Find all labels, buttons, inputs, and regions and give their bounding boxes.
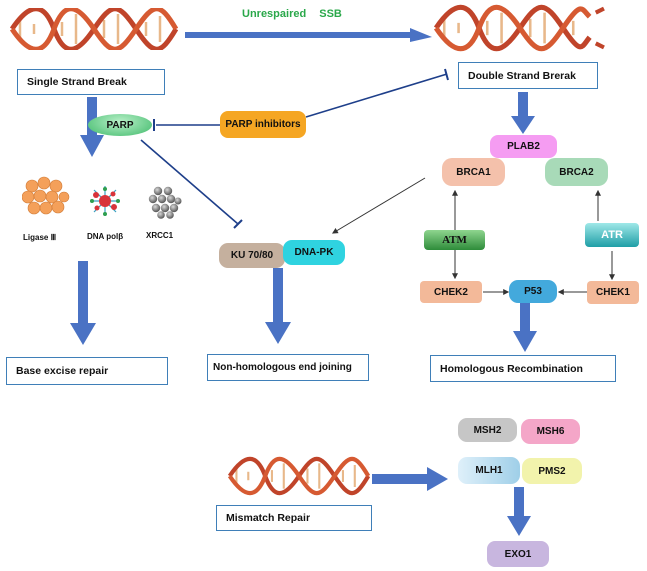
dna-helix-mismatch-icon	[228, 456, 370, 496]
dna-pol-beta-icon	[90, 186, 120, 216]
arrow-to-ber	[70, 261, 96, 345]
msh2-node: MSH2	[458, 418, 517, 442]
single-strand-break-box: Single Strand Break	[17, 69, 165, 95]
parp-node: PARP	[88, 114, 152, 136]
mismatch-repair-box: Mismatch Repair	[216, 505, 372, 531]
base-excise-repair-box: Base excise repair	[6, 357, 168, 385]
chek2-node: CHEK2	[420, 281, 482, 303]
arrow-mlh1-to-exo1	[507, 487, 531, 536]
ligase-iii-icon	[22, 176, 70, 215]
p53-node: P53	[509, 280, 557, 303]
brca1-node: BRCA1	[442, 158, 505, 186]
atr-node: ATR	[585, 223, 639, 247]
homologous-recombination-box: Homologous Recombination	[430, 355, 616, 382]
arrow-mismatch-to-mlh1	[372, 467, 448, 491]
arrow-brca1-to-ku	[331, 177, 426, 234]
plab2-node: PLAB2	[490, 135, 557, 158]
pms2-node: PMS2	[522, 458, 582, 484]
ssb-long-arrow	[185, 28, 432, 42]
chek1-node: CHEK1	[587, 281, 639, 304]
arrow-dsb-to-plab2	[511, 92, 535, 134]
brca2-node: BRCA2	[545, 158, 608, 186]
dna-helix-broken-icon	[434, 4, 605, 52]
msh6-node: MSH6	[521, 419, 580, 444]
inhibit-parp-to-ku	[140, 139, 239, 225]
xrcc1-label: XRCC1	[146, 231, 174, 240]
ligase-iii-label: Ligase Ⅲ	[23, 233, 57, 242]
exo1-node: EXO1	[487, 541, 549, 567]
double-strand-break-box: Double Strand Brerak	[458, 62, 598, 89]
ku7080-node: KU 70/80	[219, 243, 285, 268]
mlh1-node: MLH1	[458, 457, 520, 484]
atm-node: ATM	[424, 230, 485, 250]
dnapk-node: DNA-PK	[283, 240, 345, 265]
inhibit-ssb-to-dsb	[305, 73, 448, 118]
dna-helix-icon	[10, 8, 178, 50]
xrcc1-icon	[148, 186, 182, 219]
parp-inhibitors-node: PARP inhibitors	[220, 111, 306, 138]
nhej-box: Non-homologous end joining	[207, 354, 369, 381]
unrepaired-ssb-label: Unrespaired SSB	[242, 8, 342, 20]
dna-pol-beta-label: DNA polβ	[87, 232, 124, 241]
arrow-ku-to-nhej	[265, 268, 291, 344]
arrow-p53-to-hr	[513, 303, 537, 352]
